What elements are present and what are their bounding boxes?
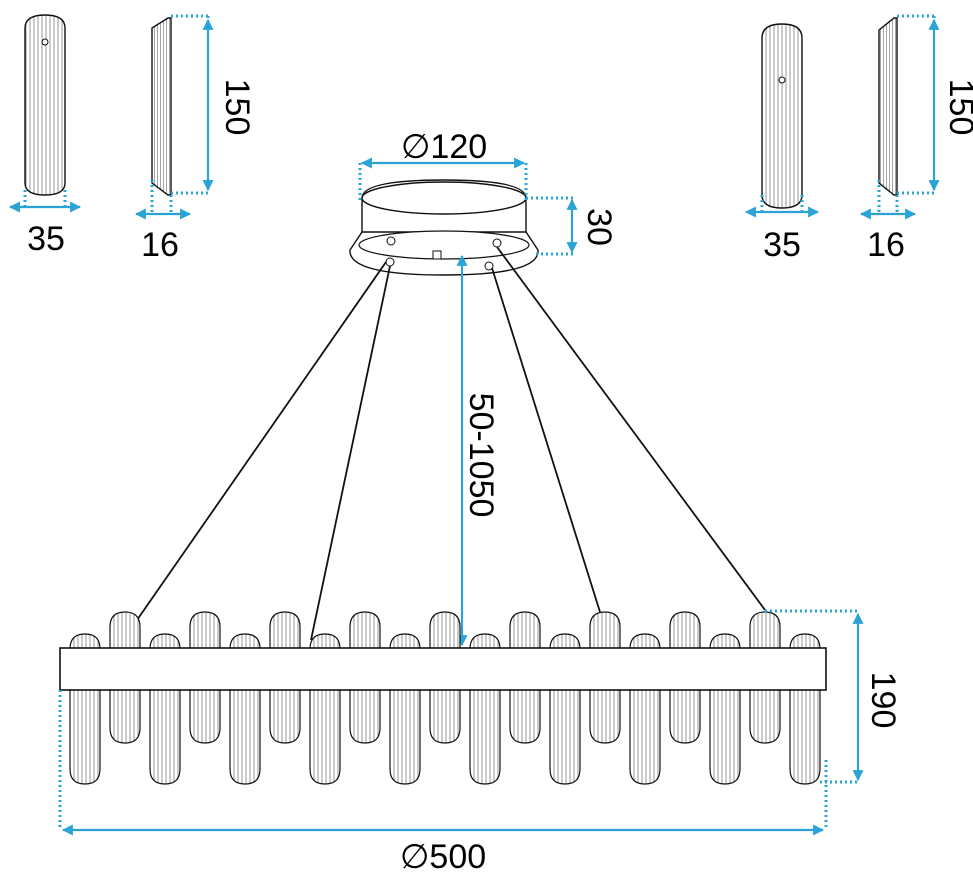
screw-icon [492,238,502,248]
lamp-height-label: 190 [864,672,902,729]
crystal-side-view-right: 16 150 [859,14,973,264]
lamp-body [59,611,827,785]
lamp-diameter-label: ∅500 [400,838,486,876]
canopy-diameter-label: ∅120 [401,128,487,166]
crystal-height-label-left: 150 [218,79,256,136]
suspension-cables [136,246,766,641]
ceiling-canopy: ∅120 30 [349,128,618,276]
crystal-height-label-right: 150 [942,79,973,136]
screw-icon [484,261,494,271]
screw-icon [386,236,396,246]
cable-length-label: 50-1050 [462,393,500,518]
cable-gland-icon [432,250,442,260]
crystal-depth-label-right: 16 [867,226,905,264]
lamp-diameter-dimension: ∅500 [58,690,828,876]
mount-hole-icon [41,38,49,46]
mount-hole-icon [778,76,786,84]
crystal-front-view-right: 35 [744,23,820,264]
crystal-depth-label-left: 16 [141,226,179,264]
canopy-height-label: 30 [580,208,618,246]
cable-length-dimension: 50-1050 [456,254,500,647]
screw-icon [385,257,395,267]
crystal-width-label-right: 35 [763,226,801,264]
lamp-height-dimension: 190 [765,609,902,784]
crystal-front-view-left: 35 [8,14,82,258]
lamp-ring-band [59,647,827,691]
crystal-width-label-left: 35 [27,220,65,258]
crystal-side-view-left: 16 150 [134,14,256,264]
